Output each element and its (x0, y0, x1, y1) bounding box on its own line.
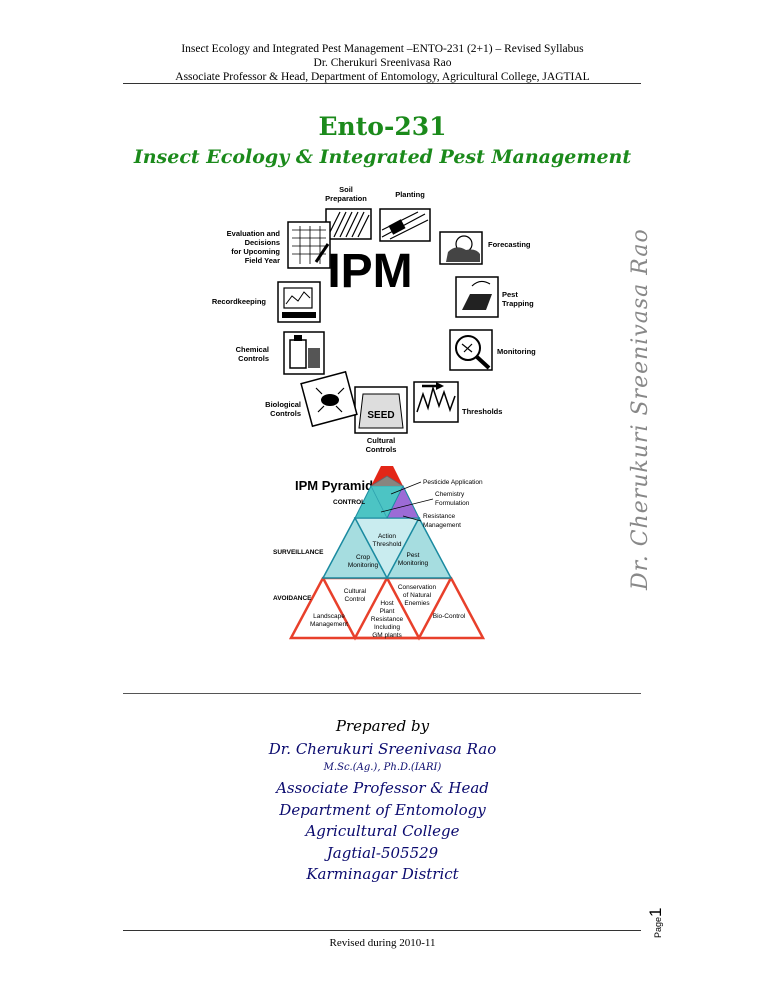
label-chemistry-1: Chemistry (435, 491, 465, 498)
ipm-cycle-diagram: IPM Soil Preparation Planting Forecastin… (212, 185, 536, 454)
label-landscape-2: Management (310, 621, 348, 628)
label-action-2: Threshold (373, 541, 402, 548)
trap-icon (455, 276, 499, 318)
label-conservation-2: of Natural (403, 592, 432, 599)
ipm-pyramid-diagram: IPM Pyramid CONTROL SURVEILLANCE AVOIDAN… (273, 466, 486, 641)
label-pesticide: Pesticide Application (423, 479, 483, 486)
soil-icon (325, 208, 372, 240)
course-title: Ento-231 (318, 112, 447, 141)
monitoring-icon (449, 329, 493, 371)
label-landscape-1: Landscape (313, 613, 345, 620)
label-cultural-1: Cultural (344, 588, 367, 595)
label-crop-2: Monitoring (348, 562, 379, 569)
forecasting-icon (439, 231, 483, 265)
author-college: Agricultural College (305, 822, 460, 840)
label-chemistry-2: Formulation (435, 500, 470, 507)
footer-note: Revised during 2010-11 (329, 937, 436, 949)
stage-evaluation-label-4: Field Year (245, 256, 280, 265)
author-watermark: Dr. Cherukuri Sreenivasa Rao (628, 228, 653, 590)
stage-trapping-label-1: Pest (502, 290, 518, 299)
stage-evaluation-label-2: Decisions (245, 238, 280, 247)
page-number-value: 1 (646, 907, 665, 917)
footer-divider (123, 930, 641, 931)
stage-biological-label-1: Biological (265, 400, 301, 409)
ipm-center-label: IPM (327, 245, 412, 298)
label-action-1: Action (378, 533, 396, 540)
label-resistance-2: Management (423, 522, 461, 529)
header-line-2: Dr. Cherukuri Sreenivasa Rao (313, 57, 452, 69)
course-subtitle: Insect Ecology & Integrated Pest Managem… (133, 146, 632, 168)
label-host-1: Host (380, 600, 394, 607)
stage-biological-label-2: Controls (270, 409, 301, 418)
stage-evaluation-label-3: for Upcoming (231, 247, 280, 256)
label-pest-2: Monitoring (398, 560, 429, 567)
label-conservation-3: Enemies (404, 600, 430, 607)
author-department: Department of Entomology (279, 801, 486, 819)
page-number: Page1 (646, 908, 666, 939)
chemical-icon (283, 331, 325, 375)
header-divider (123, 83, 641, 84)
stage-planting-label: Planting (395, 190, 425, 199)
level-control: CONTROL (333, 499, 365, 506)
evaluation-icon (287, 221, 331, 269)
author-position: Associate Professor & Head (276, 779, 489, 797)
stage-chemical-label-2: Controls (238, 354, 269, 363)
section-divider (123, 693, 641, 694)
header-line-1: Insect Ecology and Integrated Pest Manag… (181, 43, 584, 55)
author-degrees: M.Sc.(Ag.), Ph.D.(IARI) (323, 762, 442, 773)
seed-bag-label: SEED (367, 410, 394, 421)
stage-thresholds-label: Thresholds (462, 407, 502, 416)
label-crop-1: Crop (356, 554, 370, 561)
label-biocontrol: Bio-Control (433, 613, 466, 620)
label-host-2: Plant (380, 608, 395, 615)
planting-icon (379, 208, 431, 242)
page-label: Page (653, 916, 663, 938)
stage-trapping-label-2: Trapping (502, 299, 534, 308)
label-cultural-2: Control (345, 596, 367, 603)
threshold-icon (413, 381, 459, 423)
label-host-5: GM plants (372, 632, 402, 639)
stage-forecasting-label: Forecasting (488, 240, 531, 249)
label-resistance-1: Resistance (423, 513, 456, 520)
label-pest-1: Pest (406, 552, 419, 559)
author-place: Jagtial-505529 (326, 844, 439, 862)
label-conservation-1: Conservation (398, 584, 437, 591)
stage-cultural-label-1: Cultural (367, 436, 395, 445)
stage-cultural-label-2: Controls (366, 445, 397, 454)
stage-evaluation-label-1: Evaluation and (227, 229, 281, 238)
seed-bag-icon: SEED (354, 386, 408, 434)
author-name: Dr. Cherukuri Sreenivasa Rao (268, 740, 497, 758)
label-host-4: Including (374, 624, 400, 631)
pyramid-title: IPM Pyramid (295, 478, 373, 493)
prepared-by: Prepared by (335, 717, 430, 735)
level-avoidance: AVOIDANCE (273, 595, 312, 602)
stage-chemical-label-1: Chemical (236, 345, 269, 354)
biological-icon (300, 370, 358, 428)
label-host-3: Resistance (371, 616, 404, 623)
stage-monitoring-label: Monitoring (497, 347, 536, 356)
author-district: Karminagar District (306, 865, 459, 883)
stage-soil-label-1: Soil (339, 185, 353, 194)
recordkeeping-icon (277, 281, 321, 323)
stage-recordkeeping-label: Recordkeeping (212, 297, 267, 306)
stage-soil-label-2: Preparation (325, 194, 367, 203)
header-line-3: Associate Professor & Head, Department o… (175, 71, 590, 83)
level-surveillance: SURVEILLANCE (273, 549, 324, 556)
